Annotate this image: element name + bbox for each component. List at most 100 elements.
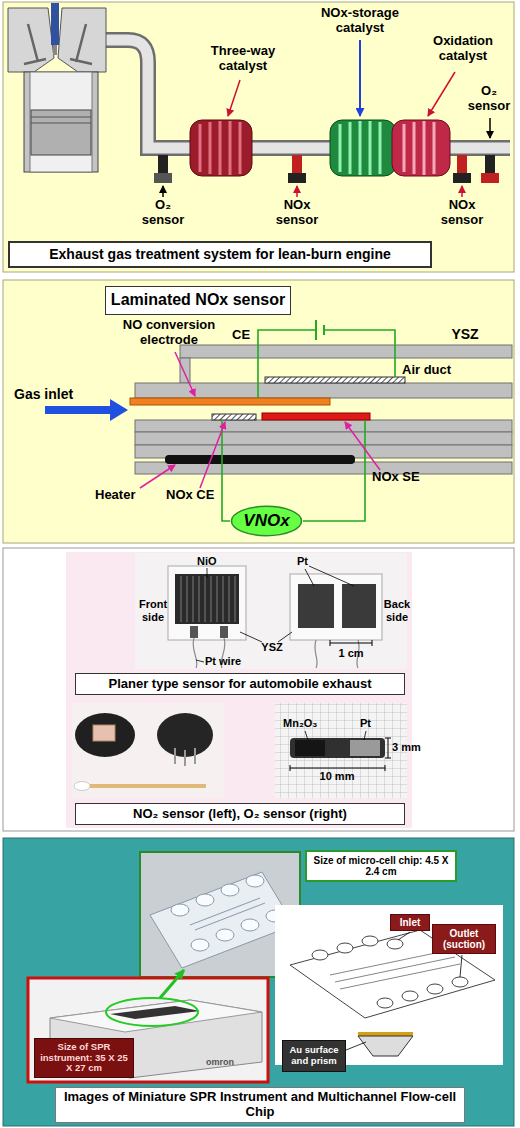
part-label: NOx SE <box>372 470 442 485</box>
catalyst-stripes <box>200 121 240 175</box>
caption-box: Exhaust gas treatment system for lean-bu… <box>8 241 432 268</box>
leader-arrow <box>345 422 380 470</box>
voltage-ellipse: VNOx <box>230 505 303 537</box>
part-label: NOx sensor <box>436 198 488 228</box>
part-label: CE <box>232 328 256 343</box>
part-label: Front side <box>137 598 169 623</box>
pt-electrode <box>298 584 334 628</box>
nox-sensor <box>457 155 467 173</box>
pt-electrode <box>342 584 376 628</box>
spark-plug <box>51 3 59 45</box>
gas-inlet-arrow <box>110 399 128 421</box>
leader-line <box>364 731 366 740</box>
leader-arrow <box>200 422 225 488</box>
panel-background <box>3 548 514 831</box>
spr-instrument-top <box>50 1000 262 1032</box>
mn2o3-electrode <box>295 740 325 756</box>
size-callout: Size of SPR instrument: 35 X 25 X 27 cm <box>34 1038 134 1078</box>
dimension-label: 1 cm <box>331 647 371 660</box>
highlight-ring <box>106 998 198 1026</box>
part-label: Pt <box>297 555 317 568</box>
ysz-layer <box>135 383 512 398</box>
part-label: Oxidation catalyst <box>418 34 508 64</box>
chip-well <box>191 939 209 951</box>
leader-arrow <box>296 186 298 197</box>
leader-line <box>196 660 204 662</box>
chip-well <box>312 950 328 960</box>
flow-cell-chip <box>150 872 294 968</box>
sensor-chip-front <box>168 566 246 640</box>
part-label: Air duct <box>402 363 482 378</box>
chip-well <box>402 991 418 1001</box>
leader-arrow <box>428 72 455 116</box>
no-conversion-electrode <box>130 398 330 405</box>
chip-well <box>241 919 259 931</box>
scale-bar <box>330 640 372 646</box>
part-label: Pt wire <box>205 655 255 668</box>
part-label: O₂ sensor <box>463 84 515 114</box>
callout-box: Inlet <box>390 914 430 931</box>
pump-wire <box>258 330 395 398</box>
leader-arrow <box>228 80 240 116</box>
part-label: NOx CE <box>166 488 222 503</box>
leader-line <box>460 955 462 977</box>
counter-electrode <box>265 377 405 383</box>
three-way-catalyst <box>190 120 252 176</box>
ysz-wall <box>180 358 190 383</box>
callout-box: Au surface and prism <box>282 1040 346 1072</box>
callout-box: Outlet (suction) <box>432 924 496 954</box>
sensor-pins <box>175 748 195 766</box>
dimension-label: 10 mm <box>317 770 357 783</box>
caption-box: Images of Miniature SPR Instrument and M… <box>55 1087 465 1123</box>
instrument-photo <box>28 978 268 1082</box>
ysz-layer <box>180 345 512 358</box>
piston-ring <box>31 117 91 123</box>
contact-pad <box>220 626 228 638</box>
node-text: Au surface and prism <box>286 1045 342 1067</box>
node-text: Size of micro-cell chip: 4.5 X 2.4 cm <box>310 855 452 878</box>
node-text: VNOx <box>243 511 289 531</box>
heater <box>165 455 355 464</box>
chip-well <box>221 884 239 896</box>
part-label: Heater <box>95 488 155 503</box>
photo-background <box>135 553 407 669</box>
panel-background <box>3 838 514 1126</box>
no2-sensor-chip <box>93 725 115 741</box>
nox-counter-electrode <box>212 414 256 420</box>
leader-line <box>346 1042 366 1050</box>
size-callout: Size of micro-cell chip: 4.5 X 2.4 cm <box>305 850 457 882</box>
battery-symbol <box>316 320 324 340</box>
chip-well <box>337 943 353 953</box>
contact-pad <box>190 626 198 638</box>
part-label: YSZ <box>440 326 490 342</box>
part-label: Mn₂O₃ <box>283 717 329 730</box>
sensor-wire <box>222 420 365 521</box>
leader-arrow <box>162 186 164 197</box>
caption-box: NO₂ sensor (left), O₂ sensor (right) <box>75 803 405 825</box>
chip-well <box>196 894 214 906</box>
chip-well <box>216 929 234 941</box>
part-label: Back side <box>382 598 412 623</box>
gas-inlet-arrow <box>45 406 112 414</box>
flow-channel <box>190 898 265 930</box>
millimetre-grid <box>275 703 407 798</box>
node-text: Size of SPR instrument: 35 X 25 X 27 cm <box>38 1042 130 1075</box>
part-label: O₂ sensor <box>137 198 189 228</box>
piston <box>31 110 91 155</box>
ellipse-shape <box>231 506 301 535</box>
cotton-swab <box>86 784 206 788</box>
chip-well <box>452 977 468 987</box>
prism <box>358 1036 413 1056</box>
nox-sensor <box>292 155 302 173</box>
leader-arrow <box>359 40 361 116</box>
leader-line <box>240 632 292 642</box>
title-box: Laminated NOx sensor <box>105 286 291 315</box>
au-surface <box>358 1032 413 1036</box>
chip-well <box>387 939 403 949</box>
nox-sensor <box>288 173 306 183</box>
leader-line <box>207 568 208 578</box>
cylinder <box>24 72 98 172</box>
electrode-stripes <box>181 576 235 622</box>
